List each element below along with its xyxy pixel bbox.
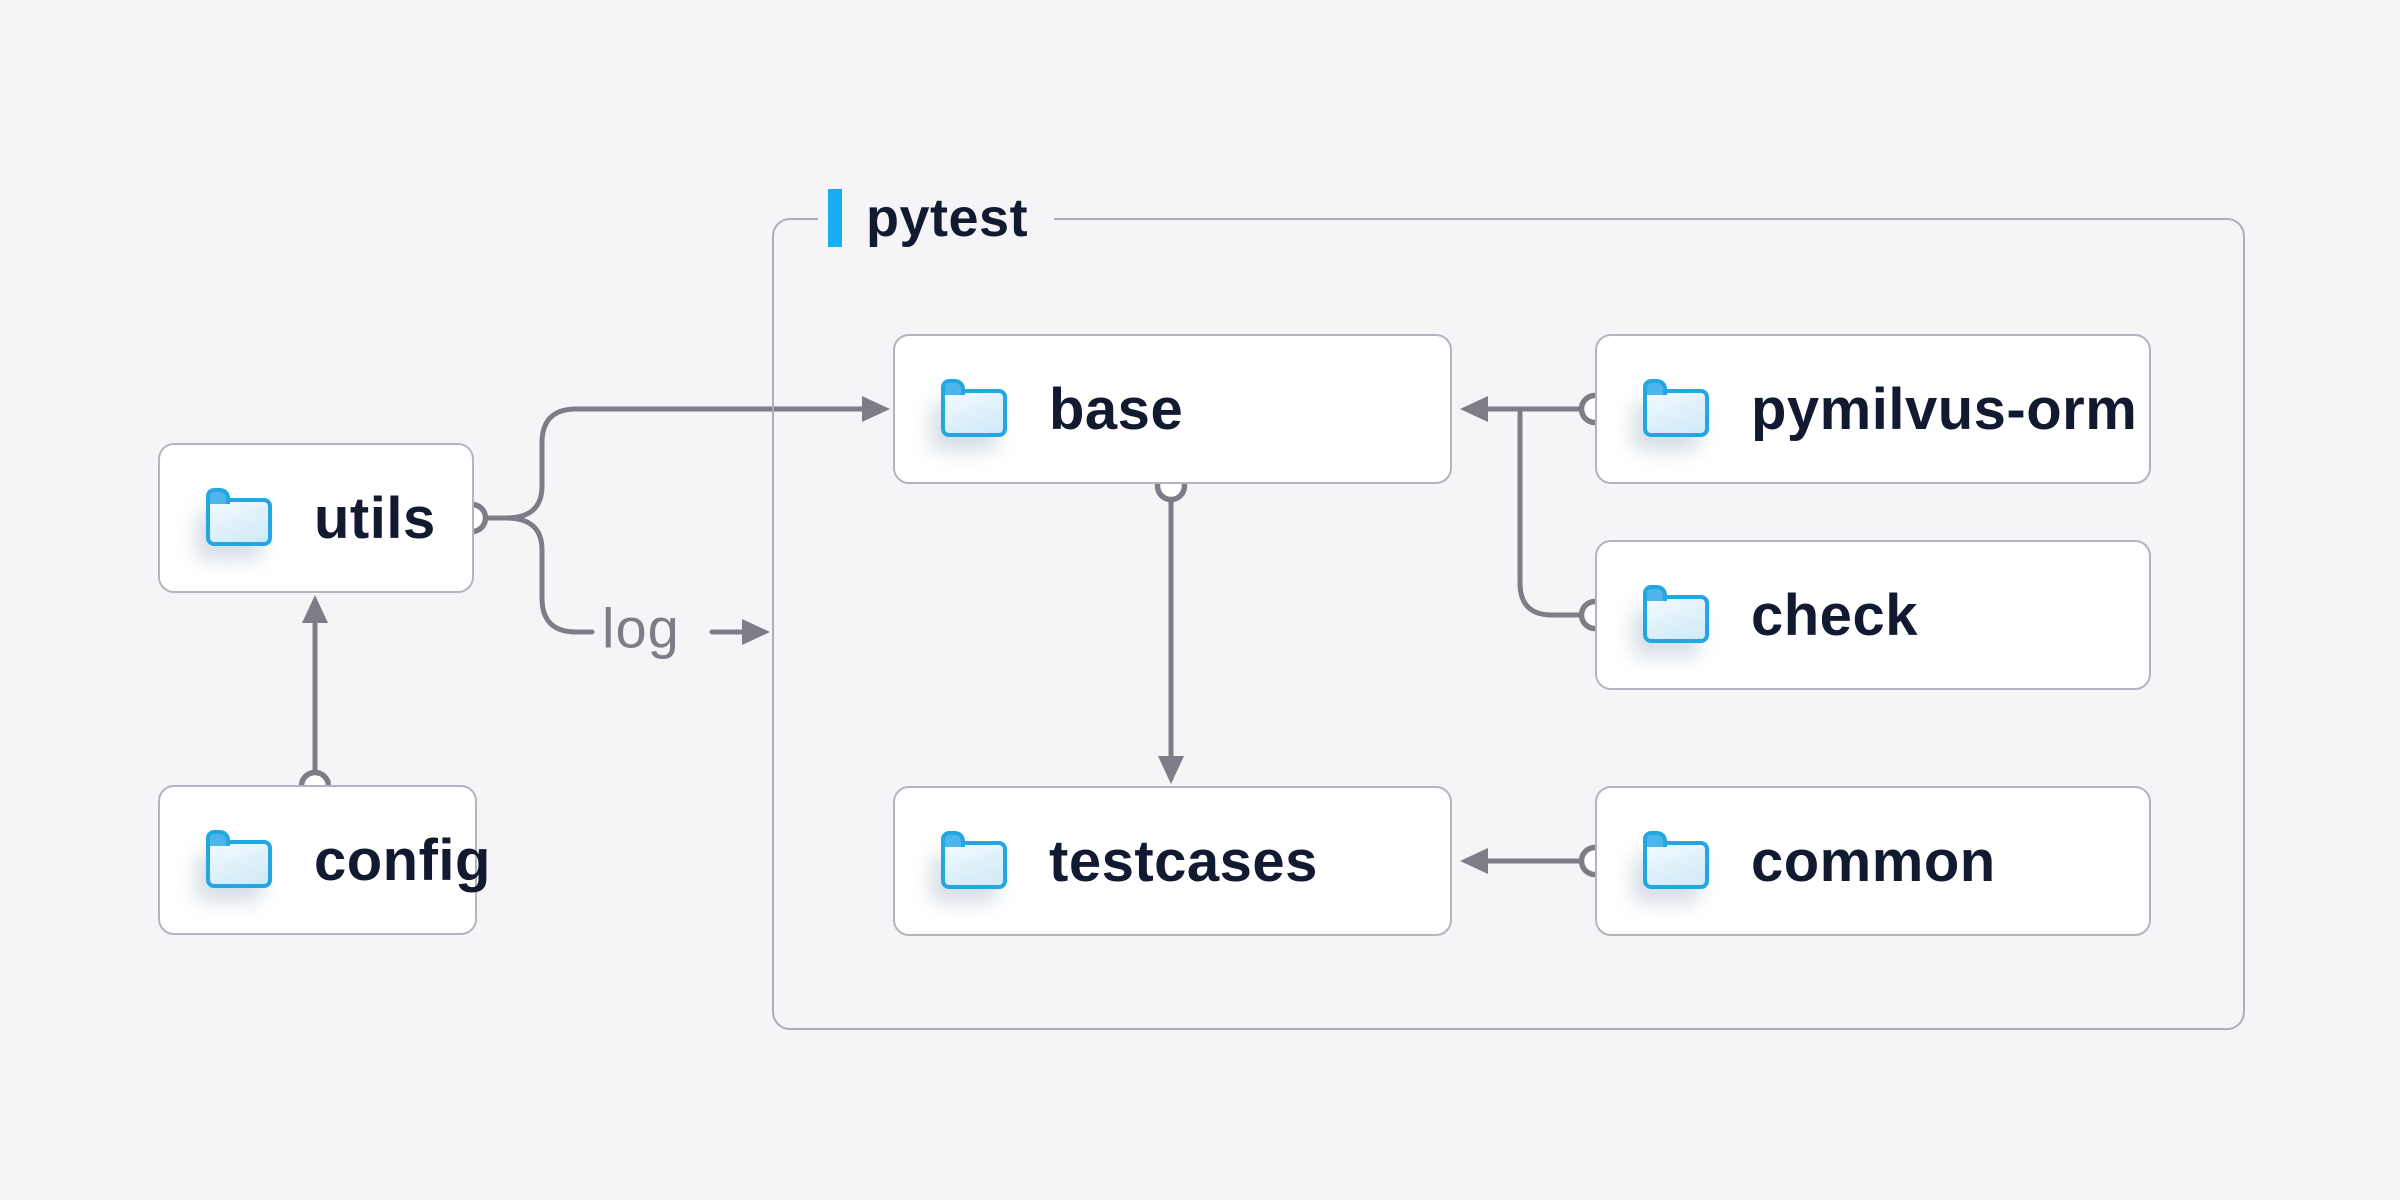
node-testcases: testcases bbox=[893, 786, 1452, 936]
node-check: check bbox=[1595, 540, 2151, 690]
folder-icon bbox=[1643, 379, 1709, 437]
edge-config-utils-arrowhead bbox=[302, 595, 328, 623]
node-utils: utils bbox=[158, 443, 474, 593]
node-label: config bbox=[314, 827, 491, 893]
edge-log-arrowhead bbox=[742, 619, 770, 645]
group-label-text: pytest bbox=[866, 188, 1029, 248]
node-pymilvus-orm: pymilvus-orm bbox=[1595, 334, 2151, 484]
node-label: pymilvus-orm bbox=[1751, 376, 2138, 442]
folder-icon bbox=[206, 488, 272, 546]
pytest-group-box bbox=[772, 218, 2245, 1030]
node-label: check bbox=[1751, 582, 1918, 648]
edge-utils-log-line bbox=[503, 515, 595, 635]
node-common: common bbox=[1595, 786, 2151, 936]
node-base: base bbox=[893, 334, 1452, 484]
folder-icon bbox=[941, 379, 1007, 437]
pytest-group-label: pytest bbox=[818, 183, 1055, 253]
node-label: testcases bbox=[1049, 828, 1318, 894]
edge-label-log: log bbox=[602, 596, 680, 660]
node-label: base bbox=[1049, 376, 1184, 442]
folder-icon bbox=[941, 831, 1007, 889]
folder-icon bbox=[1643, 585, 1709, 643]
folder-icon bbox=[1643, 831, 1709, 889]
folder-icon bbox=[206, 830, 272, 888]
accent-bar bbox=[828, 189, 842, 247]
node-config: config bbox=[158, 785, 490, 935]
node-label: common bbox=[1751, 828, 1996, 894]
node-label: utils bbox=[314, 485, 436, 551]
